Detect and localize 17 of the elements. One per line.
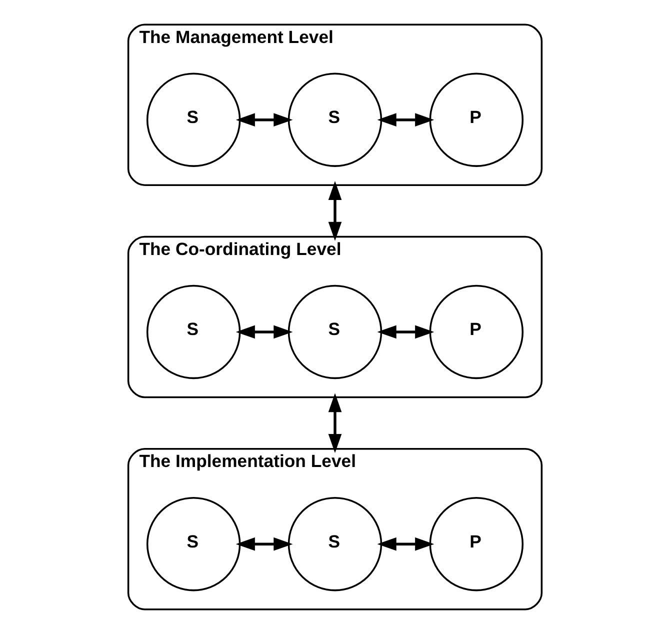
node-circle: S (146, 284, 241, 380)
node-circle: P (429, 284, 524, 380)
arrow (236, 325, 293, 339)
node-circle: S (288, 72, 382, 167)
arrow (377, 537, 434, 551)
node-circle: S (288, 496, 382, 592)
arrow (328, 180, 342, 241)
arrow (236, 537, 293, 551)
arrow (236, 113, 293, 127)
node-circle: P (429, 72, 524, 167)
arrow (377, 113, 434, 127)
arrow (328, 393, 342, 454)
node-circle: S (146, 72, 241, 167)
node-circle: S (146, 496, 241, 592)
arrow (377, 325, 434, 339)
node-circle: P (429, 496, 524, 592)
node-circle: S (288, 284, 382, 380)
